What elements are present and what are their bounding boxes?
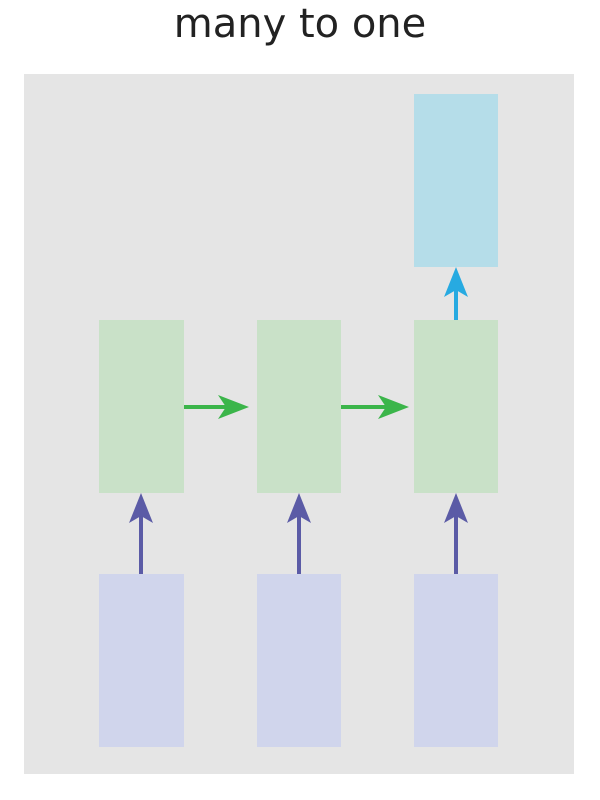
recurrent-arrow-2	[341, 395, 409, 419]
input-arrow-1	[129, 493, 153, 574]
hidden-box-3	[414, 320, 498, 493]
diagram-title: many to one	[173, 1, 427, 47]
hidden-box-2	[257, 320, 341, 493]
input-arrow-3	[444, 493, 468, 574]
input-box-3	[414, 574, 498, 747]
output-arrow	[444, 267, 468, 320]
hidden-box-1	[99, 320, 184, 493]
input-box-2	[257, 574, 341, 747]
recurrent-arrow-1	[184, 395, 249, 419]
output-box	[414, 94, 498, 267]
input-box-1	[99, 574, 184, 747]
input-arrow-2	[287, 493, 311, 574]
